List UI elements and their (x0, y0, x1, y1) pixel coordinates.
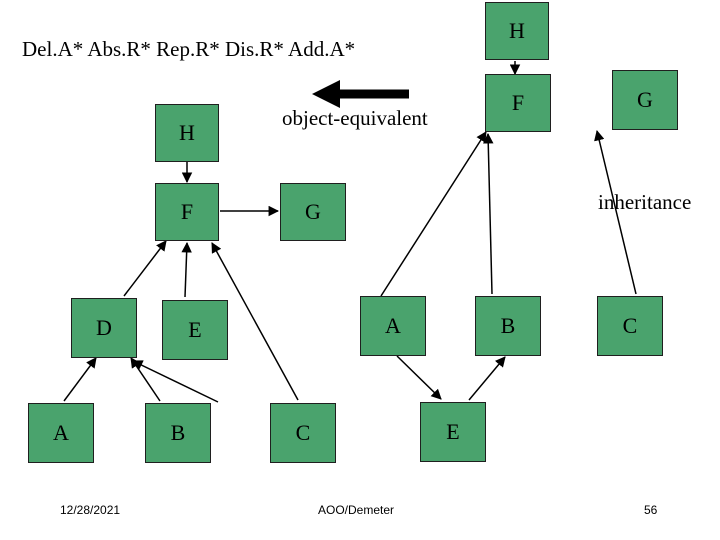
edge-a-d-left (63, 357, 97, 402)
node-b-left: B (145, 403, 211, 463)
node-e-right: E (420, 402, 486, 462)
node-a-right: A (360, 296, 426, 356)
node-f-left: F (155, 183, 219, 241)
title: Del.A* Abs.R* Rep.R* Dis.R* Add.A* (22, 37, 356, 61)
edge-e-a-right (396, 355, 442, 400)
node-h-right: H (485, 2, 549, 60)
edge-e-f-left (181, 241, 192, 298)
node-b-right: B (475, 296, 541, 356)
object-equivalent-arrow-head (312, 80, 340, 108)
object-equivalent-label: object-equivalent (282, 106, 428, 130)
edge-a-f-right (380, 131, 487, 297)
footer-date: 12/28/2021 (60, 503, 121, 517)
edge-b-d-left (130, 357, 161, 402)
edge-e-b-right (468, 356, 506, 401)
edge-d-f-left (123, 240, 167, 297)
node-h-left: H (155, 104, 219, 162)
edge-c-f-left (211, 242, 299, 401)
node-d-left: D (71, 298, 137, 358)
node-c-right: C (597, 296, 663, 356)
node-g-left: G (280, 183, 346, 241)
footer-page-number: 56 (644, 503, 658, 517)
edge-b-e-left (132, 360, 219, 403)
inheritance-label: inheritance (598, 190, 692, 214)
node-a-left: A (28, 403, 94, 463)
node-c-left: C (270, 403, 336, 463)
node-e-left: E (162, 300, 228, 360)
footer-center-text: AOO/Demeter (318, 503, 395, 517)
node-g-right: G (612, 70, 678, 130)
node-f-right: F (485, 74, 551, 132)
edge-b-f-right (482, 132, 494, 295)
edge-c-g-right (594, 129, 637, 295)
